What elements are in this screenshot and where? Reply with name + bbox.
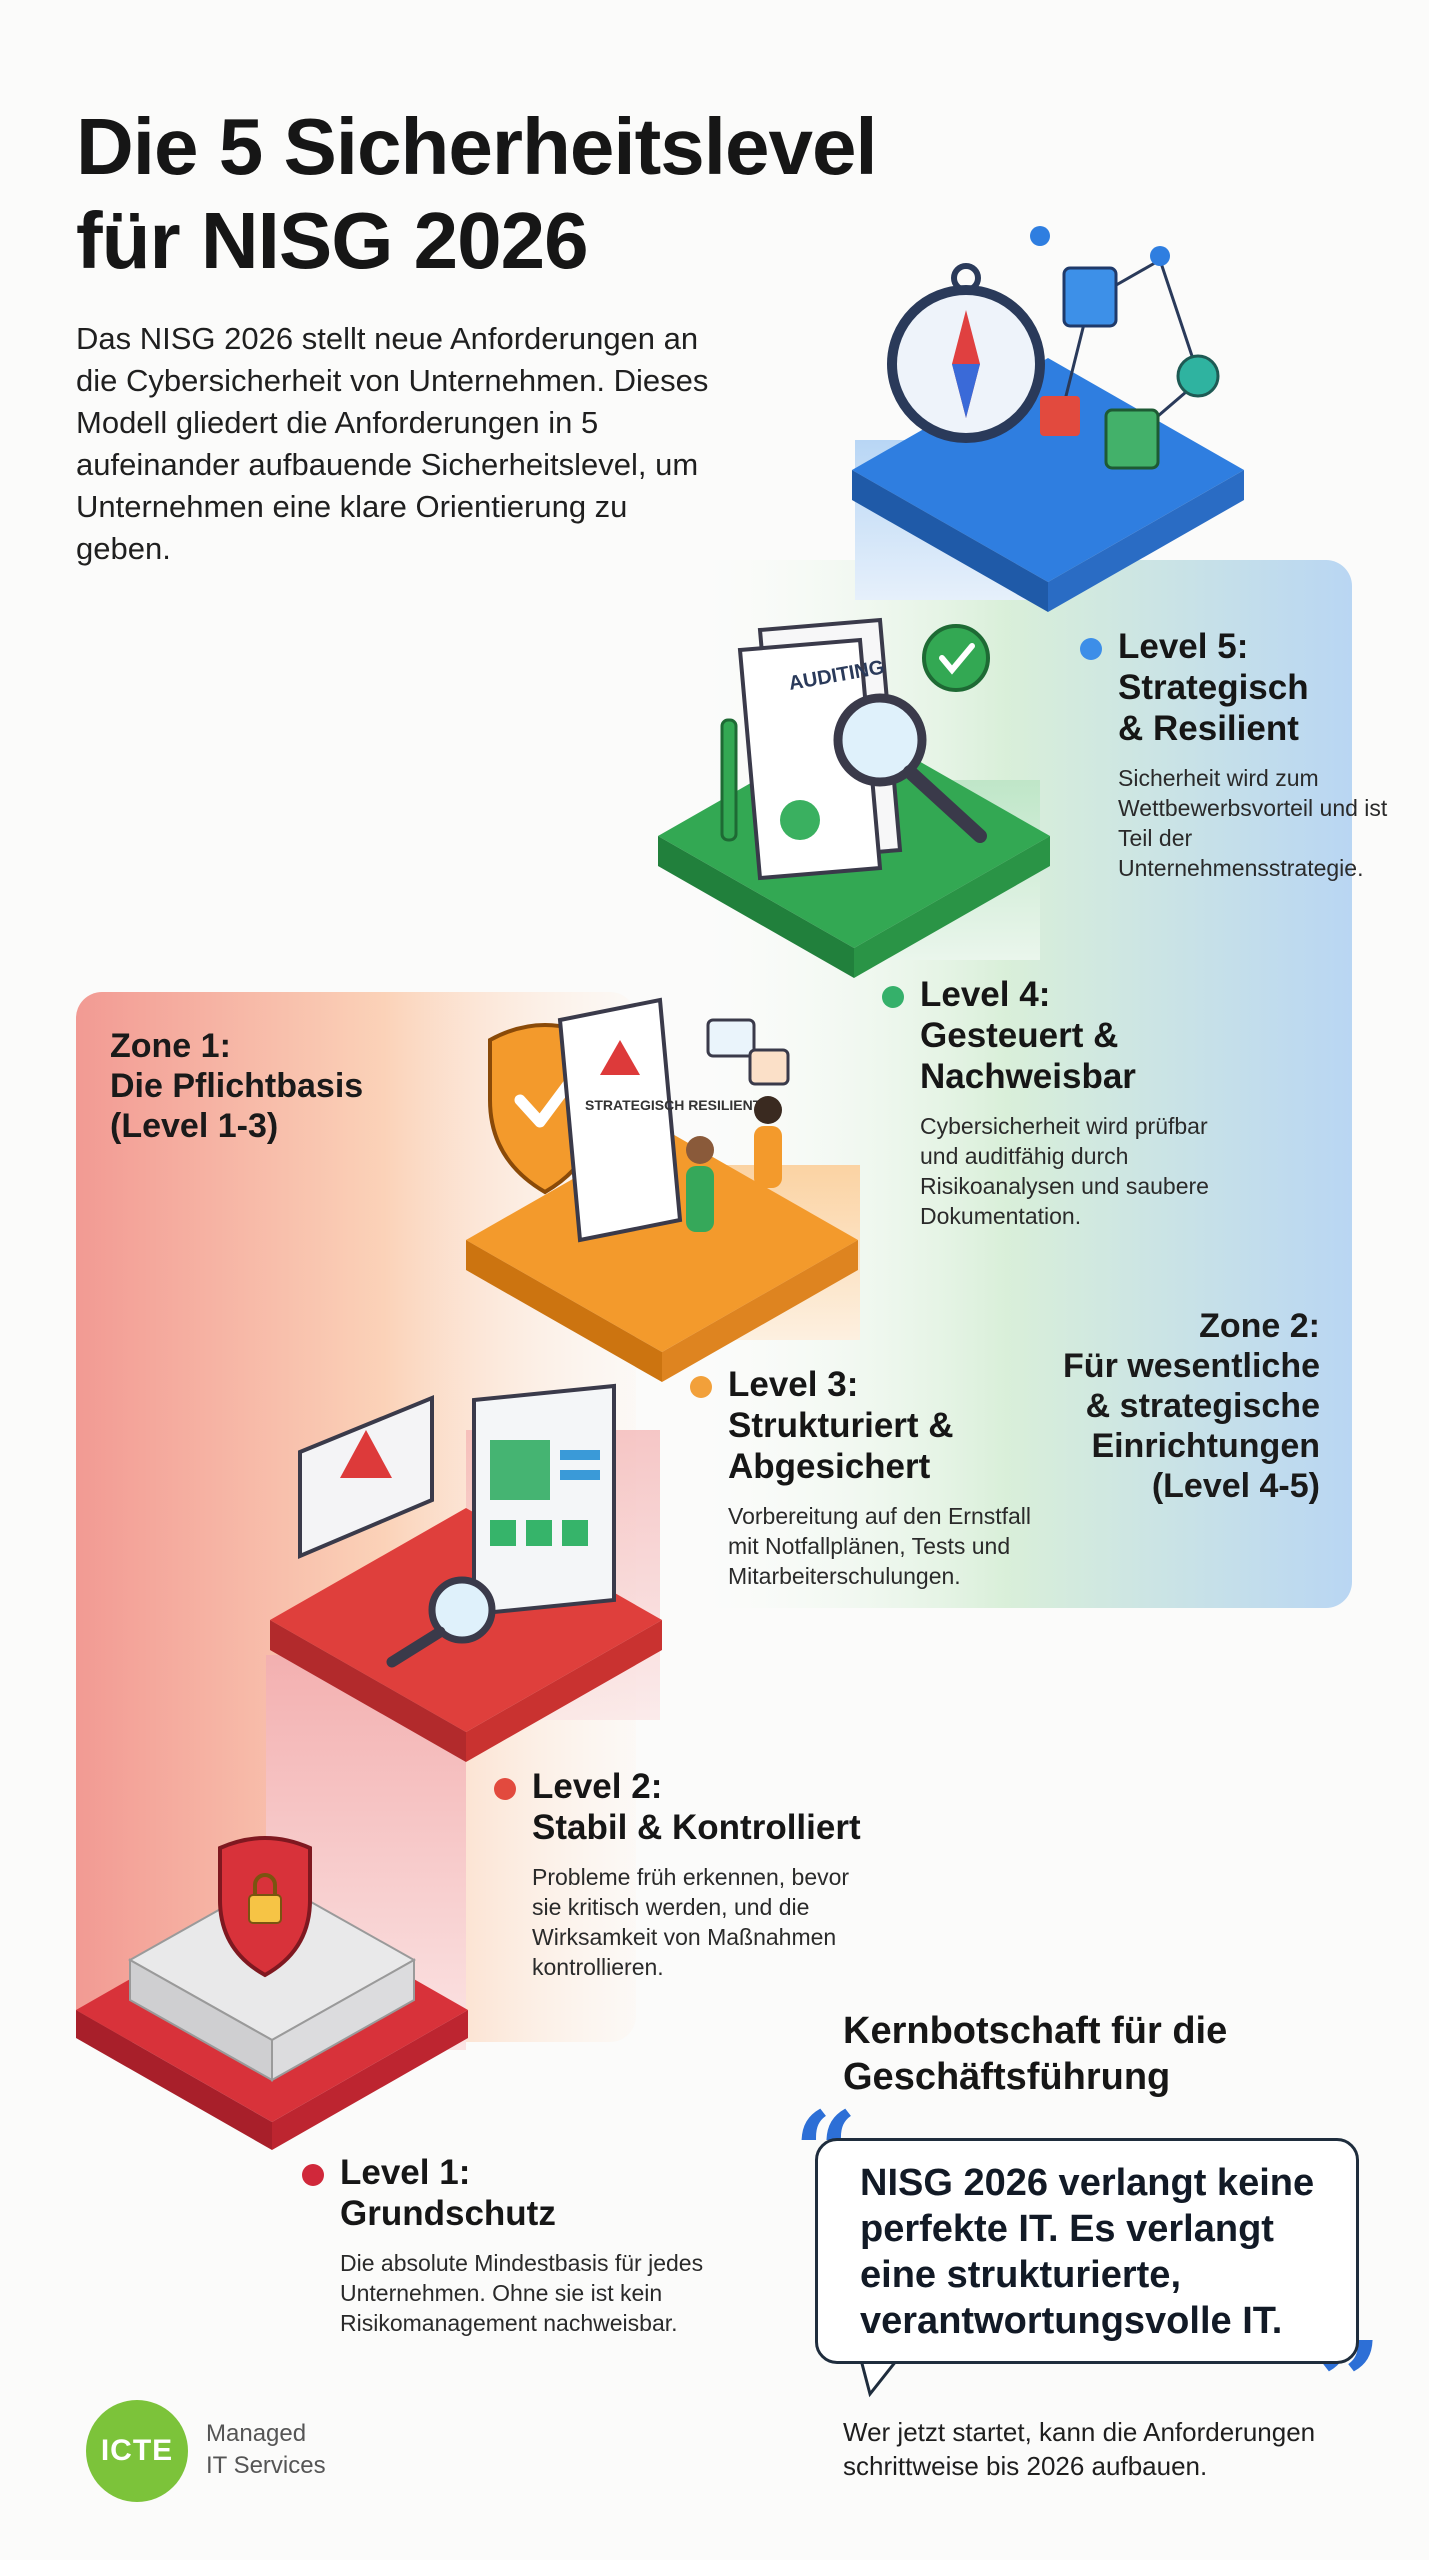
level3-desc: Vorbereitung auf den Ernstfall mit Notfa… (728, 1503, 1032, 1589)
level2-name: Level 2:Stabil & Kontrolliert (532, 1767, 861, 1847)
people-icon (686, 1018, 790, 1232)
title-line1: Die 5 Sicherheitslevel (76, 102, 878, 191)
level2-desc: Probleme früh erkennen, bevor sie kritis… (532, 1864, 850, 1980)
logo-mark: ICTE (86, 2400, 188, 2502)
intro-text: Das NISG 2026 stellt neue Anforderungen … (76, 321, 709, 566)
level2-block: Level 2:Stabil & Kontrolliert Probleme f… (494, 1766, 884, 1982)
platform-level1 (76, 1878, 468, 2150)
level3-block: Level 3:Strukturiert &Abgesichert Vorber… (690, 1364, 1060, 1591)
level5-dot (1080, 638, 1102, 660)
strategy-document-icon: STRATEGISCH RESILIENT (557, 997, 762, 1243)
zone1-label: Zone 1: Die Pflichtbasis (Level 1-3) (110, 1027, 364, 1145)
level5-name: Level 5:Strategisch& Resilient (1118, 627, 1309, 748)
level5-desc: Sicherheit wird zum Wettbewerbsvorteil u… (1118, 765, 1388, 881)
level3-dot (690, 1376, 712, 1398)
auditing-document-icon: AUDITING (720, 617, 990, 881)
level2-dot (494, 1778, 516, 1800)
shield-lock-icon (218, 1836, 312, 1978)
zone2-label: Zone 2: Für wesentliche & strategische E… (1063, 1307, 1320, 1505)
core-message-title: Kernbotschaft für die Geschäftsführung (843, 2010, 1228, 2098)
level4-block: Level 4:Gesteuert &Nachweisbar Cybersich… (882, 974, 1252, 1231)
compass-network-icon (887, 226, 1220, 470)
alert-monitor-icon (298, 1395, 434, 1560)
magnifier-icon (386, 1576, 496, 1668)
dashboard-window-icon (472, 1383, 616, 1617)
quote-box (815, 2138, 1359, 2364)
logo-text: Managed IT Services (206, 2420, 326, 2479)
svg-text:STRATEGISCH RESILIENT: STRATEGISCH RESILIENT (585, 1097, 762, 1113)
page-title: Die 5 Sicherheitslevel für NISG 2026 (76, 100, 878, 288)
core-message-footer: Wer jetzt startet, kann die Anforderunge… (843, 2417, 1316, 2481)
level4-dot (882, 986, 904, 1008)
level1-desc: Die absolute Mindestbasis für jedes Unte… (340, 2250, 704, 2336)
level4-name: Level 4:Gesteuert &Nachweisbar (920, 975, 1136, 1096)
core-message-quote: NISG 2026 verlangt keine perfekte IT. Es… (860, 2162, 1315, 2342)
level5-block: Level 5:Strategisch& Resilient Sicherhei… (1080, 626, 1400, 883)
level1-block: Level 1:Grundschutz Die absolute Mindest… (302, 2152, 732, 2338)
level4-desc: Cybersicherheit wird prüfbar und auditfä… (920, 1113, 1209, 1229)
level1-dot (302, 2164, 324, 2186)
level3-name: Level 3:Strukturiert &Abgesichert (728, 1365, 954, 1486)
title-line2: für NISG 2026 (76, 196, 589, 285)
level1-name: Level 1:Grundschutz (340, 2153, 556, 2233)
